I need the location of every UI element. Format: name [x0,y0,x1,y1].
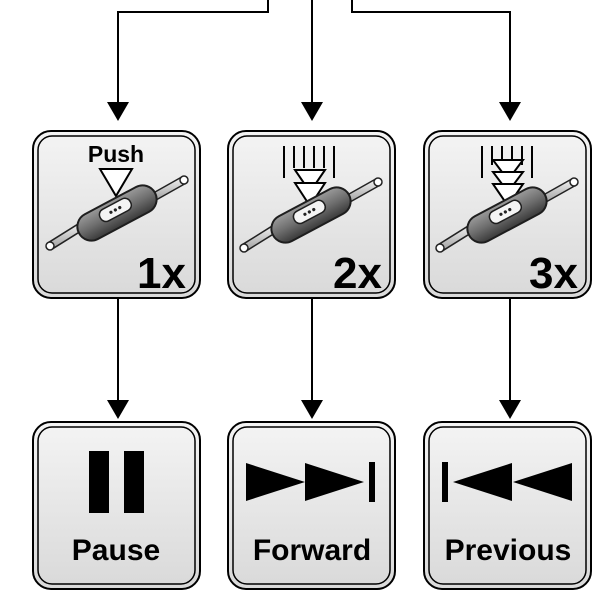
action-label: Previous [445,534,572,567]
press-panel-double: 2x [227,130,396,299]
arrowhead [107,400,129,419]
press-indicator-icon [293,182,327,208]
skip-forward-icon [246,462,375,502]
connector-line-3 [351,0,511,102]
arrowheads [107,102,521,419]
press-lines-icon [283,146,335,178]
action-panel-pause: Pause [32,421,201,590]
action-label: Forward [253,534,371,567]
action-panel-previous: Previous [423,421,592,590]
press-indicator-icon [293,169,327,194]
press-count-label: 1x [137,249,186,298]
action-label: Pause [72,534,160,567]
push-label: Push [88,141,144,167]
skip-back-icon [442,462,572,502]
press-indicator-icon [491,159,525,182]
arrowhead [107,102,129,121]
connector-line-1 [117,0,269,102]
press-panel-single: Push 1x [32,130,201,299]
press-count-label: 2x [333,249,382,298]
arrowhead [499,400,521,419]
press-panel-triple: 3x [423,130,592,299]
pause-icon [89,451,144,513]
press-count-label: 3x [529,249,578,298]
action-panel-forward: Forward [227,421,396,590]
arrowhead [301,400,323,419]
arrowhead [499,102,521,121]
press-indicator-icon [491,171,525,194]
arrowhead [301,102,323,121]
press-indicator-icon [98,168,134,198]
connector-lines [117,0,511,400]
